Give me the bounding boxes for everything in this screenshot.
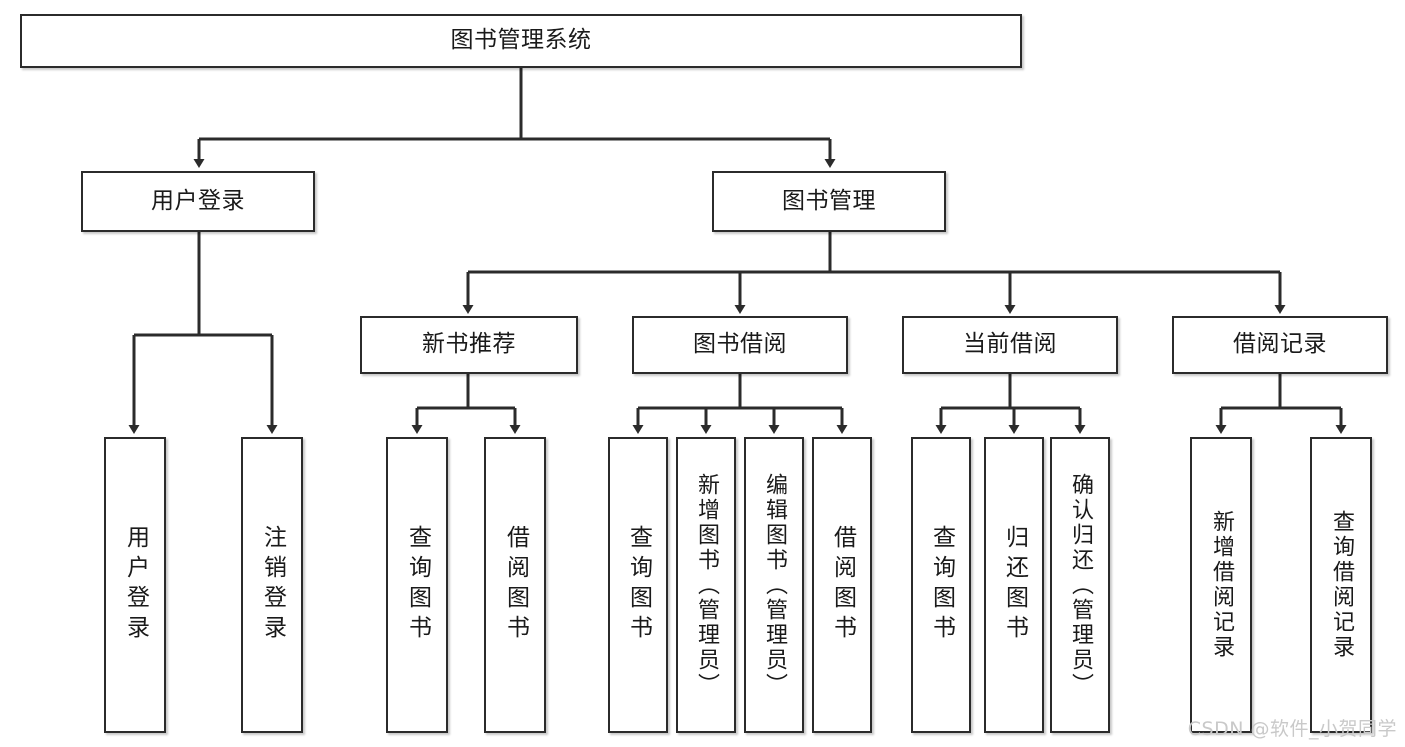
leaf-query-book-cur[interactable]: 查询图书 — [911, 437, 971, 733]
node-root-label: 图书管理系统 — [450, 27, 592, 54]
leaf-confirm-return[interactable]: 确认归还（管理员） — [1050, 437, 1110, 733]
leaf-add-record[interactable]: 新增借阅记录 — [1190, 437, 1252, 733]
leaf-borrow-book-brw-label: 借阅图书 — [829, 525, 856, 645]
node-book-manage[interactable]: 图书管理 — [712, 171, 946, 232]
leaf-logout[interactable]: 注销登录 — [241, 437, 303, 733]
node-book-borrow-label: 图书借阅 — [693, 331, 787, 358]
leaf-logout-label: 注销登录 — [259, 525, 286, 645]
leaf-query-record[interactable]: 查询借阅记录 — [1310, 437, 1372, 733]
leaf-query-book-rec-label: 查询图书 — [404, 525, 431, 645]
leaf-return-book[interactable]: 归还图书 — [984, 437, 1044, 733]
leaf-borrow-book-rec[interactable]: 借阅图书 — [484, 437, 546, 733]
leaf-edit-book-label: 编辑图书（管理员） — [762, 472, 787, 698]
leaf-add-book[interactable]: 新增图书（管理员） — [676, 437, 736, 733]
node-new-book-recommend-label: 新书推荐 — [422, 331, 516, 358]
leaf-query-book-brw-label: 查询图书 — [625, 525, 652, 645]
leaf-query-book-cur-label: 查询图书 — [928, 525, 955, 645]
leaf-user-login[interactable]: 用户登录 — [104, 437, 166, 733]
node-new-book-recommend[interactable]: 新书推荐 — [360, 316, 578, 374]
leaf-edit-book[interactable]: 编辑图书（管理员） — [744, 437, 804, 733]
node-root[interactable]: 图书管理系统 — [20, 14, 1022, 68]
node-book-manage-label: 图书管理 — [782, 187, 876, 214]
leaf-user-login-label: 用户登录 — [122, 525, 149, 645]
node-current-borrow[interactable]: 当前借阅 — [902, 316, 1118, 374]
node-current-borrow-label: 当前借阅 — [963, 331, 1057, 358]
leaf-return-book-label: 归还图书 — [1001, 525, 1028, 645]
node-borrow-record[interactable]: 借阅记录 — [1172, 316, 1388, 374]
node-borrow-record-label: 借阅记录 — [1233, 331, 1327, 358]
leaf-query-book-rec[interactable]: 查询图书 — [386, 437, 448, 733]
leaf-add-book-label: 新增图书（管理员） — [694, 472, 719, 698]
node-book-borrow[interactable]: 图书借阅 — [632, 316, 848, 374]
leaf-confirm-return-label: 确认归还（管理员） — [1068, 472, 1093, 698]
leaf-query-record-label: 查询借阅记录 — [1329, 510, 1354, 660]
leaf-add-record-label: 新增借阅记录 — [1209, 510, 1234, 660]
node-user-login[interactable]: 用户登录 — [81, 171, 315, 232]
leaf-borrow-book-brw[interactable]: 借阅图书 — [812, 437, 872, 733]
leaf-query-book-brw[interactable]: 查询图书 — [608, 437, 668, 733]
node-user-login-label: 用户登录 — [151, 187, 245, 214]
leaf-borrow-book-rec-label: 借阅图书 — [502, 525, 529, 645]
